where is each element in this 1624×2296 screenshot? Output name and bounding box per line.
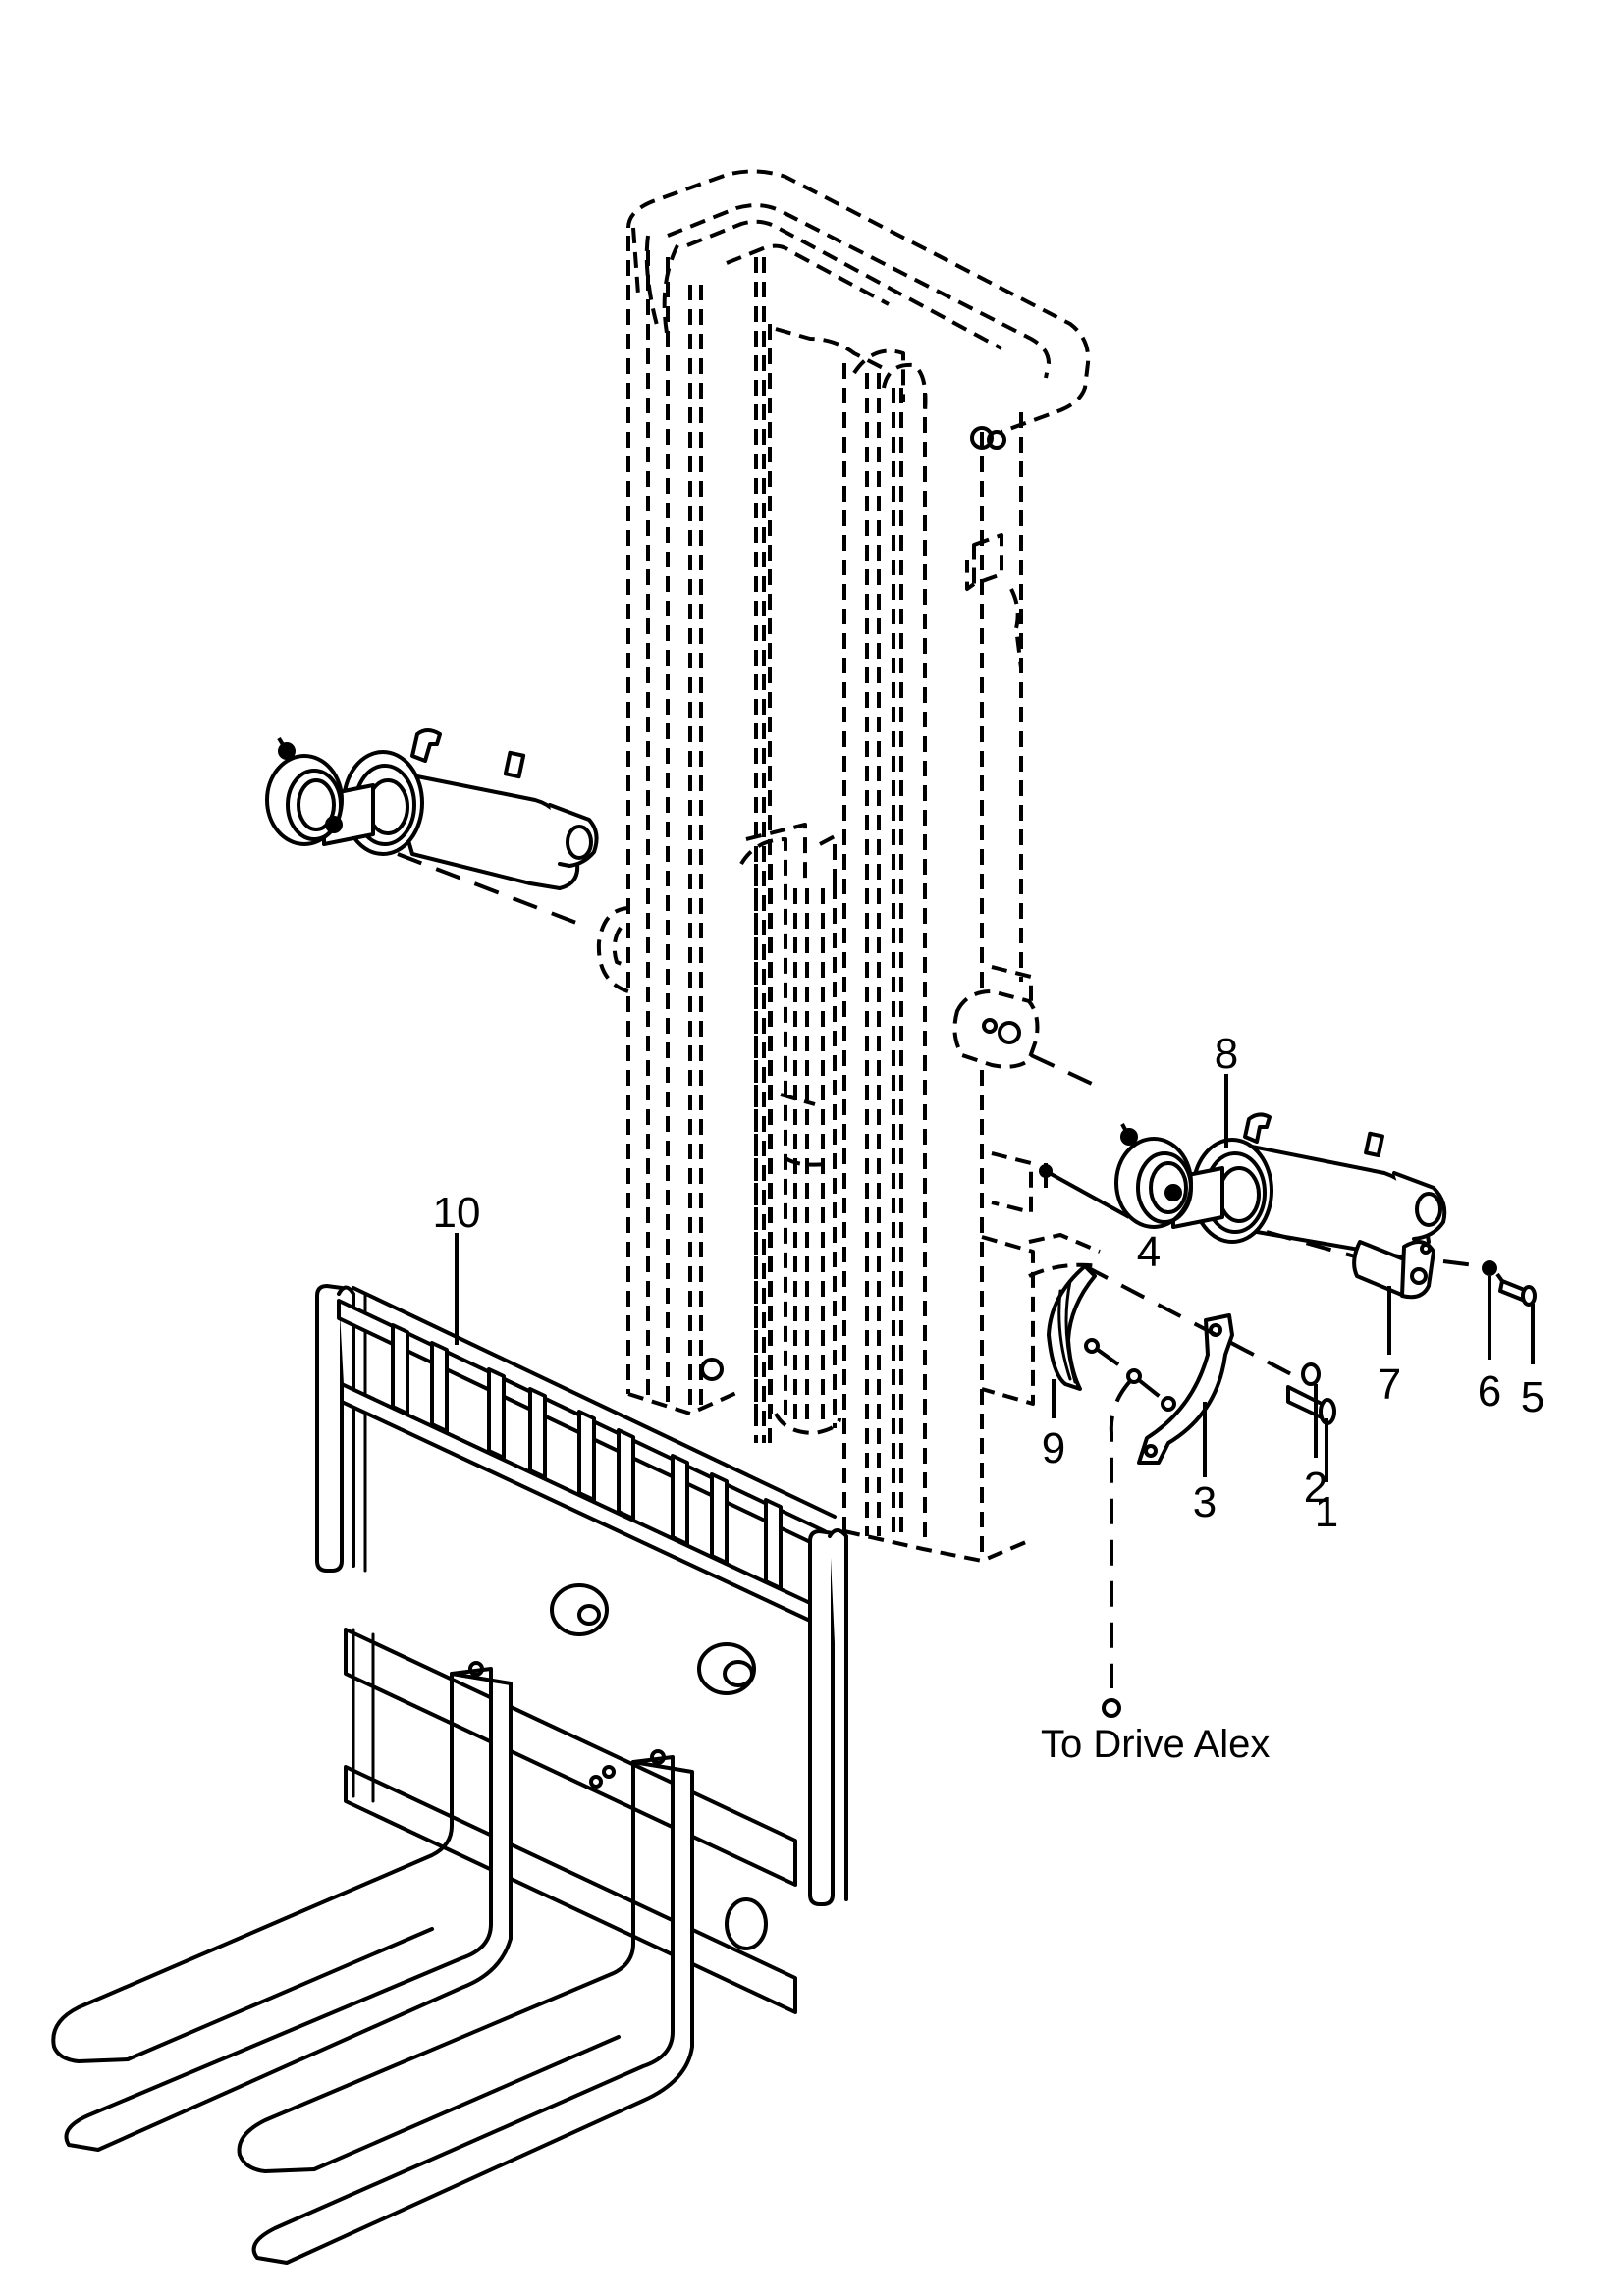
part-5-bolt [1498,1279,1537,1307]
callout-4: 4 [1137,1228,1161,1276]
callout-leaders [455,1074,1535,1482]
callout-1: 1 [1315,1488,1338,1536]
callout-8: 8 [1215,1030,1238,1078]
callout-6: 6 [1478,1367,1501,1415]
part-6-lock-washer [1482,1260,1497,1276]
callout-labels: 8 4 10 9 3 2 1 7 6 5 To Drive Alex [433,1030,1545,1766]
part-1-bolt [1286,1385,1336,1425]
mast-assembly [596,169,1101,1563]
to-drive-axle-note: To Drive Alex [1041,1723,1270,1766]
callout-9: 9 [1042,1424,1065,1472]
callout-7: 7 [1378,1361,1401,1409]
part-2-washer [1301,1362,1321,1386]
callout-10: 10 [433,1189,481,1237]
carriage-slats [391,1323,783,1590]
hardware-chain [1084,1338,1176,1718]
callout-3: 3 [1193,1478,1217,1526]
fork-carriage [51,1284,848,2265]
callout-5: 5 [1521,1373,1544,1421]
callout-2: 2 [1304,1464,1327,1512]
left-tilt-cylinder [265,728,599,930]
leader-4 [1045,1169,1130,1219]
part-9-bushing [1047,1264,1097,1391]
part-7-pin [1352,1240,1435,1300]
right-tilt-cylinder [1030,1053,1447,1258]
